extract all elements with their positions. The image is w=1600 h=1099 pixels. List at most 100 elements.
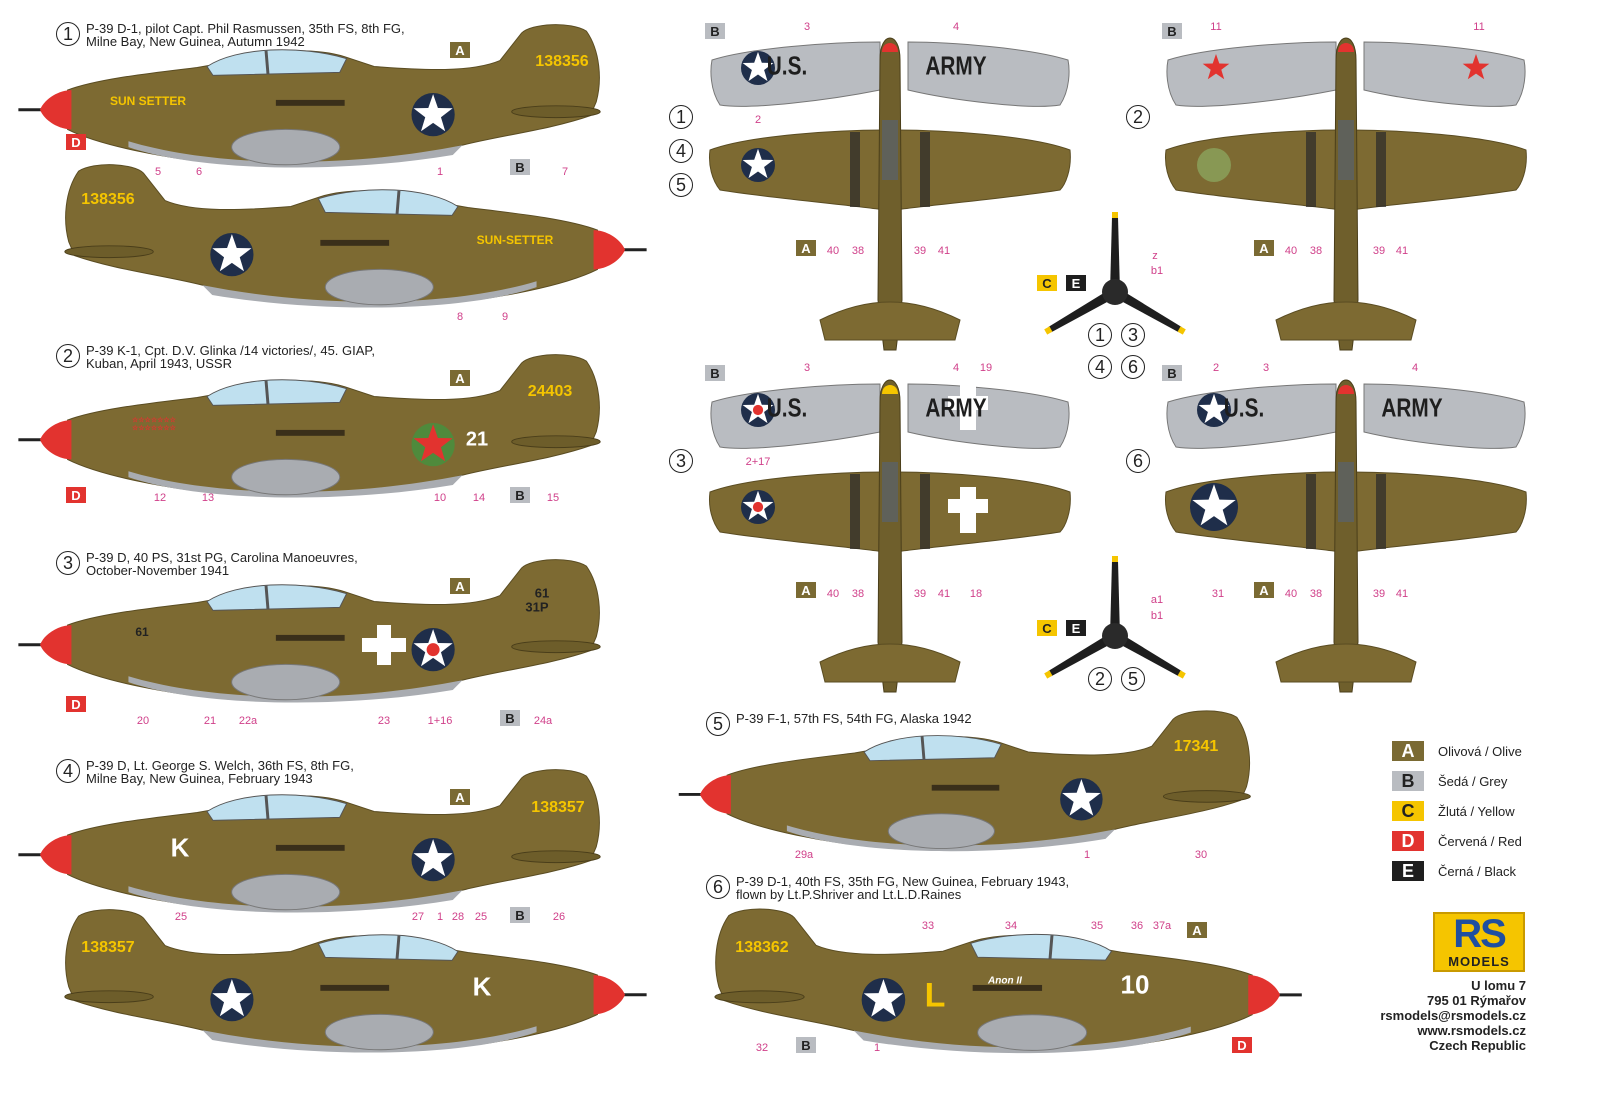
paint-marker-d: D bbox=[66, 134, 86, 150]
callout-number: 41 bbox=[937, 588, 951, 600]
callout-number: 10 bbox=[433, 492, 447, 504]
profile-number-badge: 5 bbox=[706, 712, 730, 736]
aircraft-marking: U.S. bbox=[766, 50, 808, 81]
paint-marker-b: B bbox=[500, 710, 520, 726]
walkway-right bbox=[920, 132, 930, 207]
spinner bbox=[40, 420, 72, 460]
propeller-blade bbox=[1110, 556, 1120, 636]
callout-number: b1 bbox=[1150, 610, 1164, 622]
exhaust-stacks bbox=[931, 784, 1000, 791]
callout-number: 1 bbox=[873, 1042, 881, 1054]
callout-number: 12 bbox=[153, 492, 167, 504]
callout-number: 41 bbox=[937, 245, 951, 257]
paint-marker-a: A bbox=[1187, 922, 1207, 938]
aircraft-number-badge: 2 bbox=[1088, 667, 1112, 691]
aircraft-number-badge: 4 bbox=[669, 139, 693, 163]
walkway-left bbox=[850, 132, 860, 207]
wing-root bbox=[231, 873, 341, 911]
white-star-icon bbox=[742, 51, 774, 82]
horizontal-tail bbox=[819, 301, 961, 341]
propeller-icon bbox=[1044, 556, 1186, 679]
grey-underside bbox=[128, 676, 463, 703]
white-star-icon bbox=[863, 979, 904, 1017]
propeller-icon bbox=[1044, 212, 1186, 335]
callout-number: 41 bbox=[1395, 245, 1409, 257]
paint-marker-b: B bbox=[1162, 23, 1182, 39]
paint-marker-a: A bbox=[450, 789, 470, 805]
wing-root bbox=[231, 458, 341, 496]
white-star-icon bbox=[742, 148, 774, 179]
legend-label: Červená / Red bbox=[1438, 833, 1522, 849]
aircraft-marking: 21 bbox=[465, 428, 489, 451]
callout-number: b1 bbox=[1150, 265, 1164, 277]
aircraft-number-badge: 6 bbox=[1121, 355, 1145, 379]
aircraft-side-profile bbox=[64, 909, 647, 1053]
canopy-frame bbox=[264, 380, 270, 405]
spinner bbox=[1248, 975, 1280, 1015]
paint-marker-a: A bbox=[450, 42, 470, 58]
caption-text: P-39 D, Lt. George S. Welch, 36th FS, 8t… bbox=[86, 759, 354, 785]
white-cross-upper bbox=[948, 487, 988, 533]
airframe bbox=[18, 354, 601, 498]
aircraft-marking: 138357 bbox=[531, 799, 585, 816]
paint-marker-b: B bbox=[705, 23, 725, 39]
airframe bbox=[64, 164, 647, 308]
lower-wing-right bbox=[1363, 383, 1526, 449]
exhaust-stacks bbox=[275, 634, 345, 641]
swatch-a: A bbox=[1392, 741, 1424, 761]
paint-marker-c: C bbox=[1037, 275, 1057, 291]
rs-models-logo: RS MODELS bbox=[1433, 912, 1525, 972]
aircraft-marking: ARMY bbox=[1381, 392, 1443, 423]
aircraft-side-profile bbox=[18, 24, 601, 168]
fuselage-top bbox=[1333, 379, 1359, 693]
aircraft-marking: Anon II bbox=[988, 975, 1022, 987]
callout-number: 36 bbox=[1130, 920, 1144, 932]
aircraft-side-profile bbox=[18, 769, 601, 913]
roundel-center bbox=[426, 643, 440, 657]
callout-number: 1 bbox=[1083, 849, 1091, 861]
profile-number-badge: 6 bbox=[706, 875, 730, 899]
spinner bbox=[40, 90, 72, 130]
white-star-icon bbox=[413, 839, 453, 877]
lower-wing-left bbox=[1166, 41, 1337, 107]
blade-tip bbox=[1177, 326, 1186, 335]
airframe bbox=[18, 24, 601, 168]
swatch-b: B bbox=[1392, 771, 1424, 791]
spinner bbox=[40, 835, 72, 875]
aircraft-top-view bbox=[1165, 379, 1527, 693]
profile-number-badge: 2 bbox=[56, 344, 80, 368]
fuselage-top bbox=[877, 379, 903, 693]
caption-line: Kuban, April 1943, USSR bbox=[86, 356, 232, 371]
canopy-frame bbox=[395, 935, 401, 960]
spinner bbox=[593, 230, 625, 270]
paint-marker-a: A bbox=[796, 582, 816, 598]
callout-number: 1+16 bbox=[427, 715, 453, 727]
canopy bbox=[882, 120, 898, 180]
caption-line: October-November 1941 bbox=[86, 563, 230, 578]
horizontal-tail bbox=[819, 643, 961, 683]
aircraft-number-badge: 6 bbox=[1126, 449, 1150, 473]
callout-number: 1 bbox=[436, 166, 444, 178]
propeller-blade bbox=[1110, 212, 1120, 292]
paint-marker-c: C bbox=[1037, 620, 1057, 636]
exhaust-stacks bbox=[320, 984, 390, 991]
white-cross-lower bbox=[948, 384, 988, 430]
address-city: 795 01 Rýmařov bbox=[1426, 993, 1526, 1008]
caption-text: P-39 D-1, pilot Capt. Phil Rasmussen, 35… bbox=[86, 22, 405, 48]
aircraft-marking: 138357 bbox=[81, 939, 135, 956]
callout-number: 20 bbox=[136, 715, 150, 727]
callout-number: 2+17 bbox=[745, 456, 771, 468]
callout-number: 39 bbox=[913, 588, 927, 600]
white-star-icon bbox=[1192, 484, 1236, 526]
white-star-icon bbox=[212, 234, 252, 272]
aircraft-marking: U.S. bbox=[766, 392, 808, 423]
paint-marker-a: A bbox=[450, 578, 470, 594]
aircraft-number-badge: 3 bbox=[669, 449, 693, 473]
callout-number: 26 bbox=[552, 911, 566, 923]
horizontal-tail bbox=[1275, 301, 1417, 341]
aircraft-top-view bbox=[1165, 37, 1527, 351]
horizontal-stabilizer bbox=[511, 435, 601, 449]
aircraft-marking: K bbox=[472, 971, 492, 1002]
